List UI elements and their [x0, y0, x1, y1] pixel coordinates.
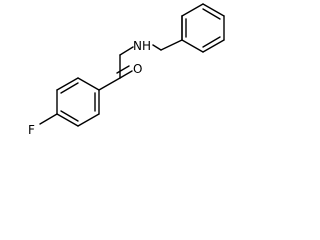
bond	[152, 44, 162, 51]
aromatic-double-bond	[60, 110, 79, 122]
bond	[181, 39, 204, 53]
bond	[77, 113, 100, 127]
fluorophenyl-ring	[56, 77, 100, 127]
aromatic-double-bond	[202, 8, 221, 20]
bond	[77, 77, 100, 91]
bond	[56, 113, 79, 127]
carbonyl-double-bond	[116, 65, 130, 74]
fluorine-label: F	[28, 123, 35, 137]
bond	[56, 77, 79, 91]
carbon-fluorine-bond	[39, 113, 58, 125]
bond	[202, 39, 225, 53]
molecule-structure: NH O F	[28, 3, 225, 137]
aromatic-double-bond	[202, 36, 221, 48]
carbonyl-double-bond	[119, 70, 133, 79]
nitrogen-label: NH	[133, 39, 151, 53]
oxygen-label: O	[133, 62, 142, 76]
bond	[160, 39, 183, 51]
bond	[98, 77, 121, 91]
aromatic-double-bond	[60, 82, 79, 94]
structure-canvas: NH O F	[0, 0, 244, 157]
phenyl-ring	[181, 3, 225, 53]
bond	[202, 3, 225, 17]
bond	[119, 46, 134, 56]
bond	[181, 3, 204, 17]
